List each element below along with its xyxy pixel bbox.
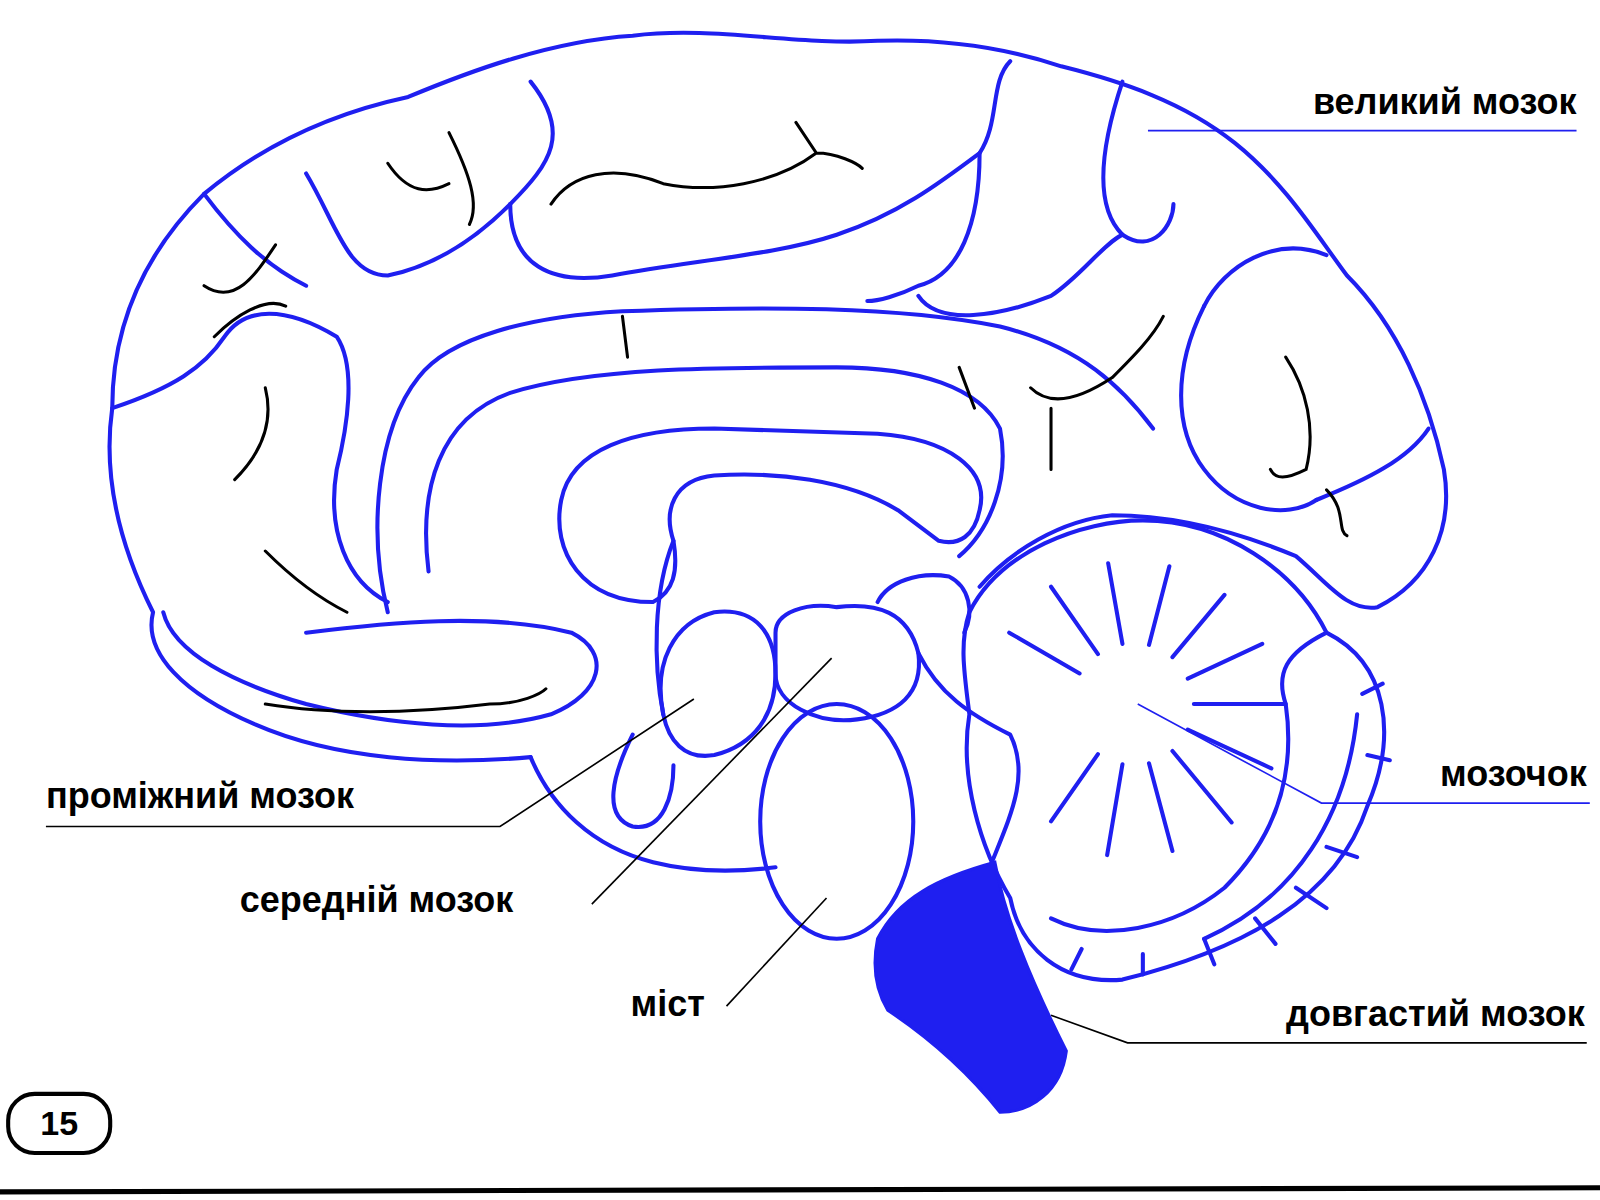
part-label: міст [631,986,705,1022]
part-label: середній мозок [240,882,513,918]
bottom-rule [0,1188,1600,1192]
part-label: великий мозок [1313,84,1577,120]
medulla-oblongata [875,862,1066,1112]
callout-number: 15 [40,1105,78,1141]
pons [760,704,913,939]
part-label: мозочок [1440,756,1587,792]
part-label: проміжний мозок [46,778,354,814]
part-label: довгастий мозок [1286,996,1585,1032]
cerebellum-outline [963,520,1384,980]
midbrain [776,606,920,720]
callout-badge [8,1094,110,1153]
